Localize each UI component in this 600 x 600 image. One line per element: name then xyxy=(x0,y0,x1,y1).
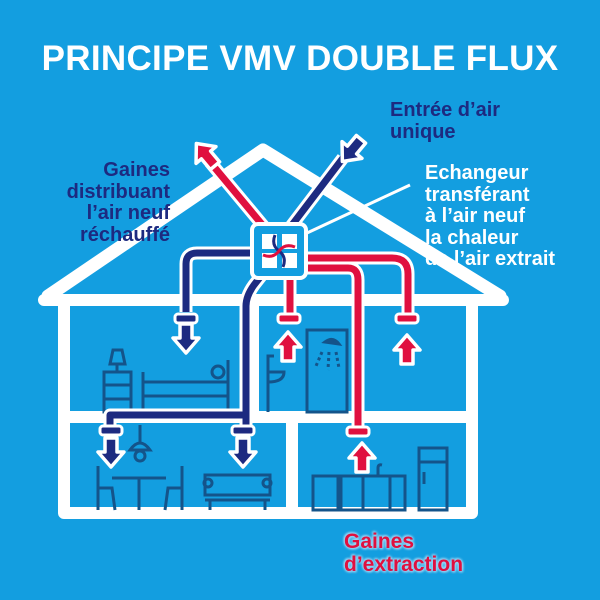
label-entree-air: Entrée d’air unique xyxy=(390,99,501,143)
sofa-icon xyxy=(202,473,273,510)
label-line: Entrée d’air xyxy=(390,99,501,121)
label-line: l’air neuf xyxy=(86,202,170,225)
label-echangeur: Echangeur transférant à l’air neuf la ch… xyxy=(425,162,556,271)
label-line: d’extraction xyxy=(344,552,464,576)
supply-arrow-icon xyxy=(171,322,201,355)
supply-arrow-icon xyxy=(228,436,258,469)
chair-icon xyxy=(96,466,184,511)
label-line: à l’air neuf xyxy=(425,205,526,228)
fridge-icon xyxy=(417,446,449,512)
dresser-icon xyxy=(102,370,133,414)
label-line: unique xyxy=(390,120,456,143)
ceiling-lamp-icon xyxy=(127,425,153,463)
label-gaines-extraction: Gaines d’extraction xyxy=(344,530,464,576)
extract-arrow-icon xyxy=(347,441,377,474)
label-line: réchauffé xyxy=(79,223,170,246)
supply-arrow-icon xyxy=(96,436,126,469)
extract-vent xyxy=(345,425,371,438)
label-line: distribuant xyxy=(66,180,170,203)
label-line: transférant xyxy=(425,183,530,206)
supply-vent xyxy=(230,424,256,437)
supply-vent xyxy=(98,424,124,437)
diagram-title: PRINCIPE VMV DOUBLE FLUX xyxy=(41,39,559,78)
extract-arrow-icon xyxy=(273,330,303,363)
label-line: de l’air extrait xyxy=(425,248,556,271)
label-line: Gaines xyxy=(103,159,170,181)
table-icon xyxy=(112,476,166,510)
label-line: la chaleur xyxy=(425,226,519,249)
supply-vent xyxy=(173,312,199,325)
shower-icon xyxy=(305,328,349,414)
fan-exchanger-icon xyxy=(250,222,308,280)
lamp-icon xyxy=(108,348,127,372)
label-line: Echangeur xyxy=(425,162,529,184)
furniture xyxy=(96,328,449,512)
extract-arrow-icon xyxy=(392,333,422,366)
extract-vent xyxy=(394,312,420,325)
house-outline xyxy=(38,143,509,519)
label-line: Gaines xyxy=(344,530,415,553)
sink-icon xyxy=(266,354,286,412)
extract-vent xyxy=(276,312,302,325)
kitchen-cabinet-icon xyxy=(311,463,407,512)
label-gaines-distribuant: Gaines distribuant l’air neuf réchauffé xyxy=(66,159,170,246)
exchanger-pointer xyxy=(306,183,411,235)
bed-icon xyxy=(141,360,230,412)
